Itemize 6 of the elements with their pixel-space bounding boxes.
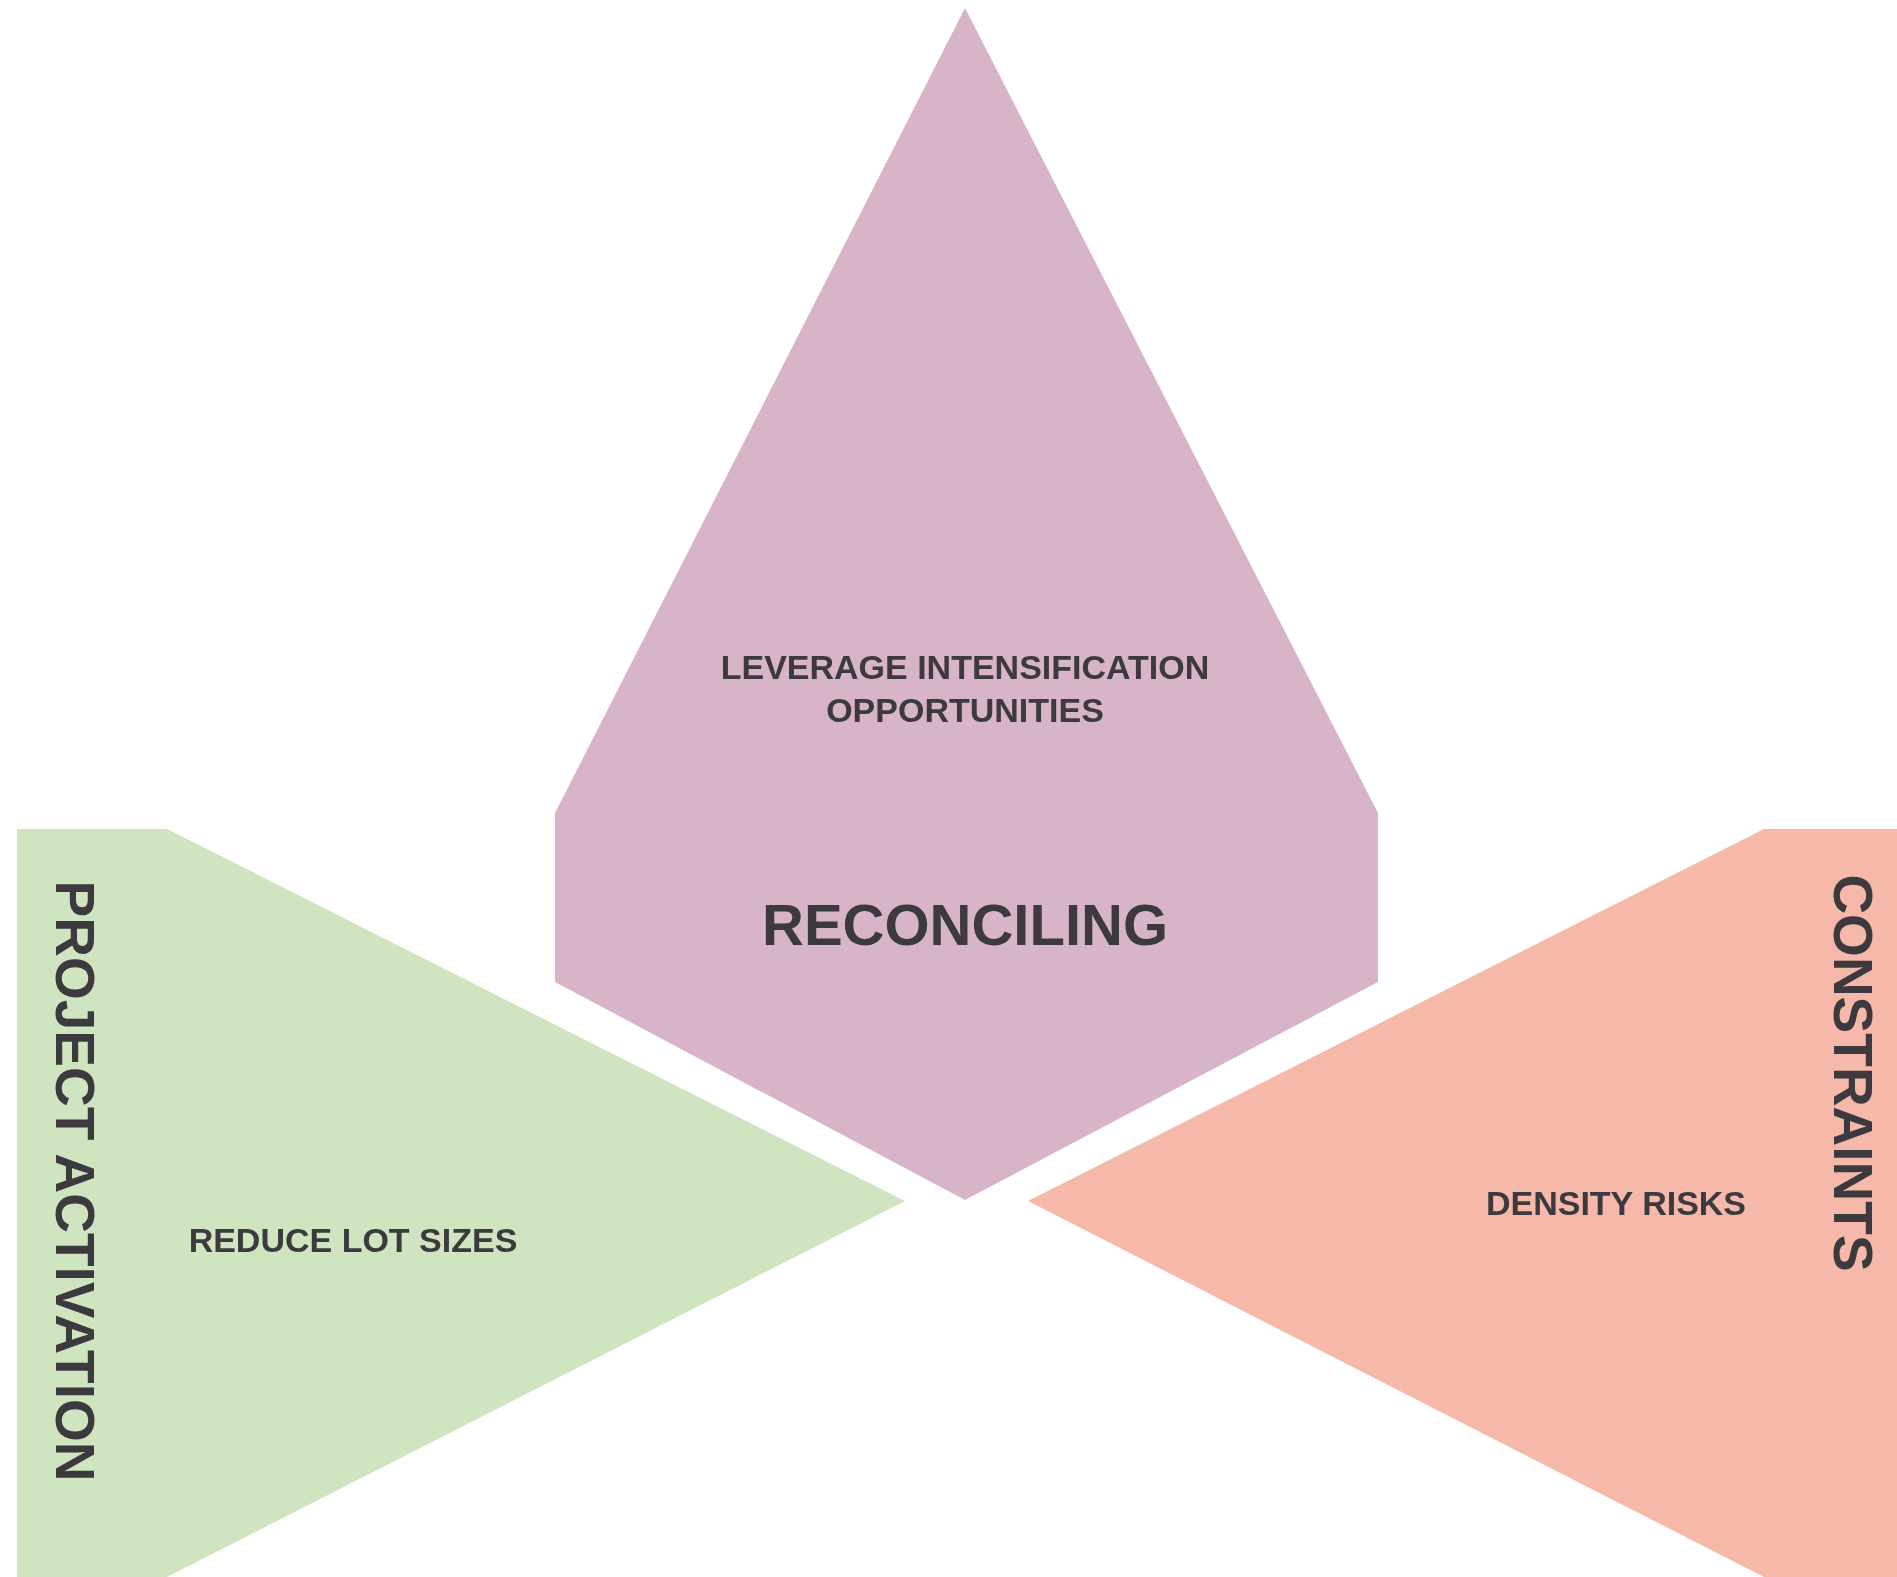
body-text: REDUCE LOT SIZES [187,1219,519,1261]
body-text: LEVERAGE INTENSIFICATION OPPORTUNITIES [719,646,1211,730]
heading-text: RECONCILING [761,890,1169,959]
heading-text: CONSTRAINTS [1821,873,1886,1274]
heading-text: PROJECT ACTIVATION [43,879,108,1484]
body-text: DENSITY RISKS [1484,1182,1748,1224]
